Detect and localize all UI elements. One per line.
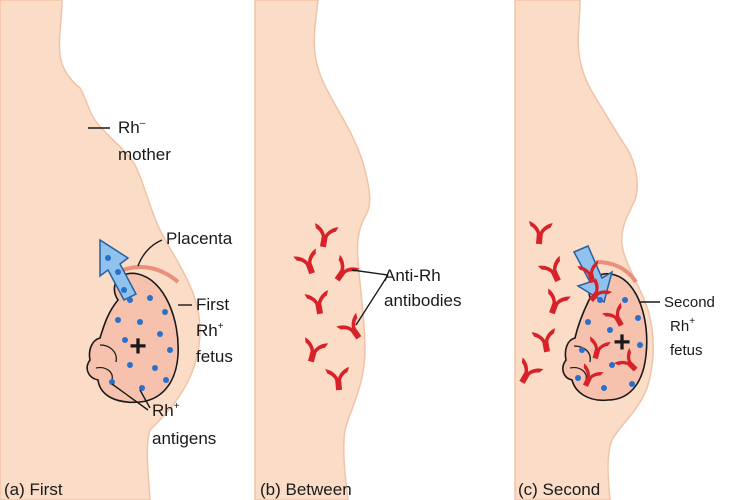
fetus-label-a-3: fetus bbox=[196, 347, 233, 366]
panel-second-pregnancy: + Second Rh+ fetus (c) Second bbox=[511, 0, 715, 500]
mother-silhouette-b bbox=[254, 0, 371, 500]
caption-c: (c) Second bbox=[518, 480, 600, 499]
fetus-label-c-1: Second bbox=[664, 294, 715, 311]
mother-label-a: Rh– bbox=[118, 118, 146, 137]
antibodies-label-2: antibodies bbox=[384, 291, 462, 310]
antigen-dots-a bbox=[105, 255, 173, 391]
fetus-label-a-1: First bbox=[196, 295, 229, 314]
fetus-plus-a: + bbox=[129, 330, 147, 363]
fetus-c bbox=[562, 273, 648, 402]
leader-antigens-a bbox=[111, 383, 151, 411]
leader-placenta-a bbox=[137, 239, 163, 267]
caption-b: (b) Between bbox=[260, 480, 352, 499]
panel-first-pregnancy: + Rh– mother Placenta First Rh+ fetus Rh… bbox=[0, 0, 233, 500]
leader-antibodies-b bbox=[351, 269, 389, 326]
antigens-label-1: Rh+ bbox=[152, 401, 180, 420]
fetus-limb-a bbox=[95, 344, 117, 381]
fetus-label-c-3: fetus bbox=[670, 342, 703, 359]
caption-a: (a) First bbox=[4, 480, 63, 499]
antibodies-label-1: Anti-Rh bbox=[384, 266, 441, 285]
fetus-label-c-2: Rh+ bbox=[670, 316, 695, 335]
panel-between-pregnancies: Anti-Rh antibodies (b) Between bbox=[254, 0, 462, 500]
antigen-dots-c bbox=[575, 297, 643, 391]
fetus-label-a-2: Rh+ bbox=[196, 321, 224, 340]
mother-label-a-2: mother bbox=[118, 145, 171, 164]
placenta-c bbox=[595, 260, 638, 284]
antigens-label-2: antigens bbox=[152, 429, 216, 448]
fetus-plus-c: + bbox=[613, 326, 631, 359]
placenta-a bbox=[117, 265, 180, 284]
placenta-label: Placenta bbox=[166, 229, 233, 248]
